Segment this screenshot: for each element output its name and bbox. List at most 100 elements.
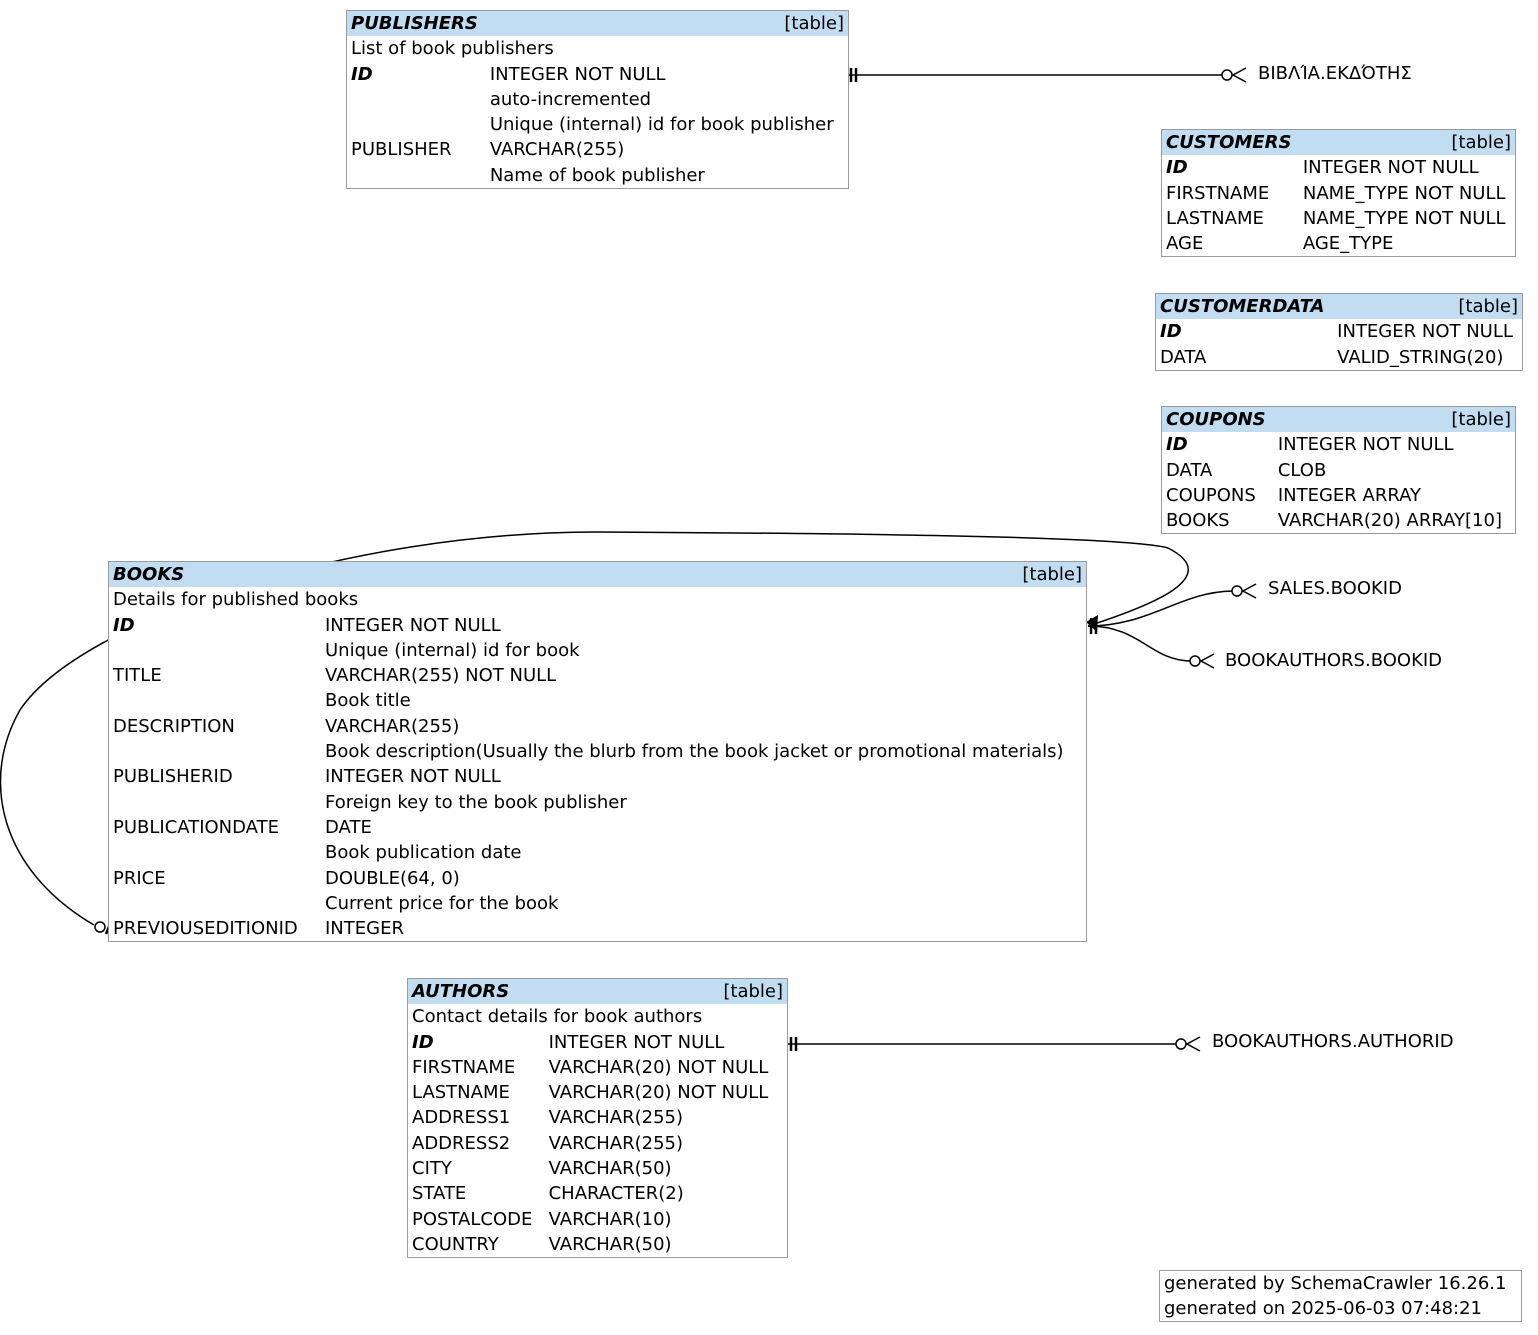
fk-circle-bookauthors-authorid — [1175, 1038, 1187, 1050]
generation-info: generated by SchemaCrawler 16.26.1 gener… — [1159, 1270, 1522, 1322]
column-type: Book title — [325, 690, 411, 712]
column-row: Current price for the book — [109, 891, 1086, 916]
fk-circle-books-self — [94, 921, 106, 933]
column-name: TITLE — [113, 665, 162, 687]
column-type: INTEGER NOT NULL — [1277, 434, 1454, 456]
column-name: STATE — [412, 1183, 467, 1205]
column-name: ID — [412, 1031, 434, 1053]
crow-foot-bookauthors-authorid — [1185, 1036, 1201, 1052]
column-type: NAME_TYPE NOT NULL — [1302, 207, 1506, 229]
column-row: Book description(Usually the blurb from … — [109, 739, 1086, 764]
column-row: STATE CHARACTER(2) — [408, 1181, 787, 1206]
column-type: Foreign key to the book publisher — [325, 791, 627, 813]
column-type: INTEGER NOT NULL — [548, 1031, 725, 1053]
column-name — [347, 163, 486, 188]
column-row: DATA VALID_STRING(20) — [1156, 345, 1522, 370]
column-row: ID INTEGER NOT NULL — [408, 1030, 787, 1055]
table-kind: [table] — [1298, 130, 1515, 156]
column-type: INTEGER NOT NULL — [1302, 157, 1479, 179]
table-books[interactable]: BOOKS [table] Details for published book… — [108, 561, 1087, 943]
column-type: INTEGER NOT NULL — [489, 63, 666, 85]
generated-on: generated on 2025-06-03 07:48:21 — [1164, 1298, 1483, 1319]
table-remarks: Contact details for book authors — [412, 1006, 703, 1028]
column-type: Book publication date — [325, 842, 522, 864]
table-name: CUSTOMERDATA — [1156, 294, 1334, 320]
column-type: VARCHAR(50) — [548, 1158, 672, 1180]
column-name — [109, 790, 321, 815]
table-remarks: Details for published books — [113, 589, 359, 611]
column-type: VARCHAR(255) — [548, 1107, 684, 1129]
column-type: VALID_STRING(20) — [1337, 346, 1504, 368]
crow-foot-bookauthors-bookid — [1199, 653, 1215, 669]
column-name: ID — [1166, 157, 1188, 179]
arrow-books-self — [1086, 615, 1098, 632]
column-row: DESCRIPTION VARCHAR(255) — [109, 714, 1086, 739]
column-type: Unique (internal) id for book publisher — [489, 114, 834, 136]
column-row: Book title — [109, 688, 1086, 713]
column-name: CITY — [412, 1158, 452, 1180]
column-name: FIRSTNAME — [1166, 182, 1270, 204]
column-name: LASTNAME — [1166, 207, 1264, 229]
column-type: CHARACTER(2) — [548, 1183, 684, 1205]
fk-circle-bookauthors-bookid — [1189, 655, 1201, 667]
table-authors[interactable]: AUTHORS [table] Contact details for book… — [407, 978, 788, 1259]
column-type: VARCHAR(10) — [548, 1208, 672, 1230]
fk-circle-publisher — [1221, 69, 1233, 81]
column-name: DESCRIPTION — [113, 715, 235, 737]
column-name: POSTALCODE — [412, 1208, 533, 1230]
column-type: INTEGER NOT NULL — [325, 614, 501, 636]
column-type: VARCHAR(20) NOT NULL — [548, 1082, 769, 1104]
column-name: PUBLISHER — [351, 139, 452, 161]
column-type: CLOB — [1277, 459, 1327, 481]
column-row: Book publication date — [109, 840, 1086, 865]
table-header: PUBLISHERS [table] — [347, 11, 848, 37]
column-name: FIRSTNAME — [412, 1056, 516, 1078]
column-name: BOOKS — [1166, 510, 1230, 532]
table-remarks: List of book publishers — [351, 38, 554, 60]
column-row: POSTALCODE VARCHAR(10) — [408, 1207, 787, 1232]
column-type: VARCHAR(50) — [548, 1233, 672, 1255]
edge-label-bookauthors-authorid: BOOKAUTHORS.AUTHORID — [1212, 1031, 1454, 1052]
column-type: INTEGER — [325, 918, 404, 940]
column-name — [109, 638, 321, 663]
column-type: AGE_TYPE — [1302, 233, 1394, 255]
edge-label-sales-bookid: SALES.BOOKID — [1268, 578, 1402, 599]
column-name: PUBLICATIONDATE — [113, 816, 279, 838]
generated-by: generated by SchemaCrawler 16.26.1 — [1164, 1273, 1507, 1294]
column-type: INTEGER NOT NULL — [325, 766, 501, 788]
column-name — [109, 688, 321, 713]
edge-label-bookauthors-bookid: BOOKAUTHORS.BOOKID — [1225, 650, 1443, 671]
column-name: PRICE — [113, 867, 166, 889]
column-type: VARCHAR(255) — [489, 139, 625, 161]
column-name: AGE — [1166, 233, 1204, 255]
table-customers[interactable]: CUSTOMERS [table] ID INTEGER NOT NULL FIR… — [1161, 129, 1516, 258]
column-name: ID — [1160, 321, 1182, 343]
column-name: PUBLISHERID — [113, 766, 233, 788]
table-header: CUSTOMERDATA [table] — [1156, 294, 1522, 320]
edge-label-publisher-ref: ΒΙΒΛΊΑ.ΕΚΔΌΤΗΣ — [1258, 63, 1412, 84]
column-name: DATA — [1166, 459, 1213, 481]
table-header: BOOKS [table] — [109, 562, 1086, 588]
column-name: DATA — [1160, 346, 1207, 368]
table-name: CUSTOMERS — [1162, 130, 1299, 156]
table-publishers[interactable]: PUBLISHERS [table] List of book publishe… — [346, 10, 849, 190]
column-type: VARCHAR(255) — [325, 715, 460, 737]
column-row: DATA CLOB — [1162, 458, 1515, 483]
column-row: Name of book publisher — [347, 163, 848, 188]
edge-books-sales — [1087, 590, 1233, 627]
table-header: AUTHORS [table] — [408, 979, 787, 1005]
table-kind: [table] — [321, 562, 1086, 588]
column-type: VARCHAR(20) NOT NULL — [548, 1056, 769, 1078]
column-type: Unique (internal) id for book — [325, 639, 580, 661]
